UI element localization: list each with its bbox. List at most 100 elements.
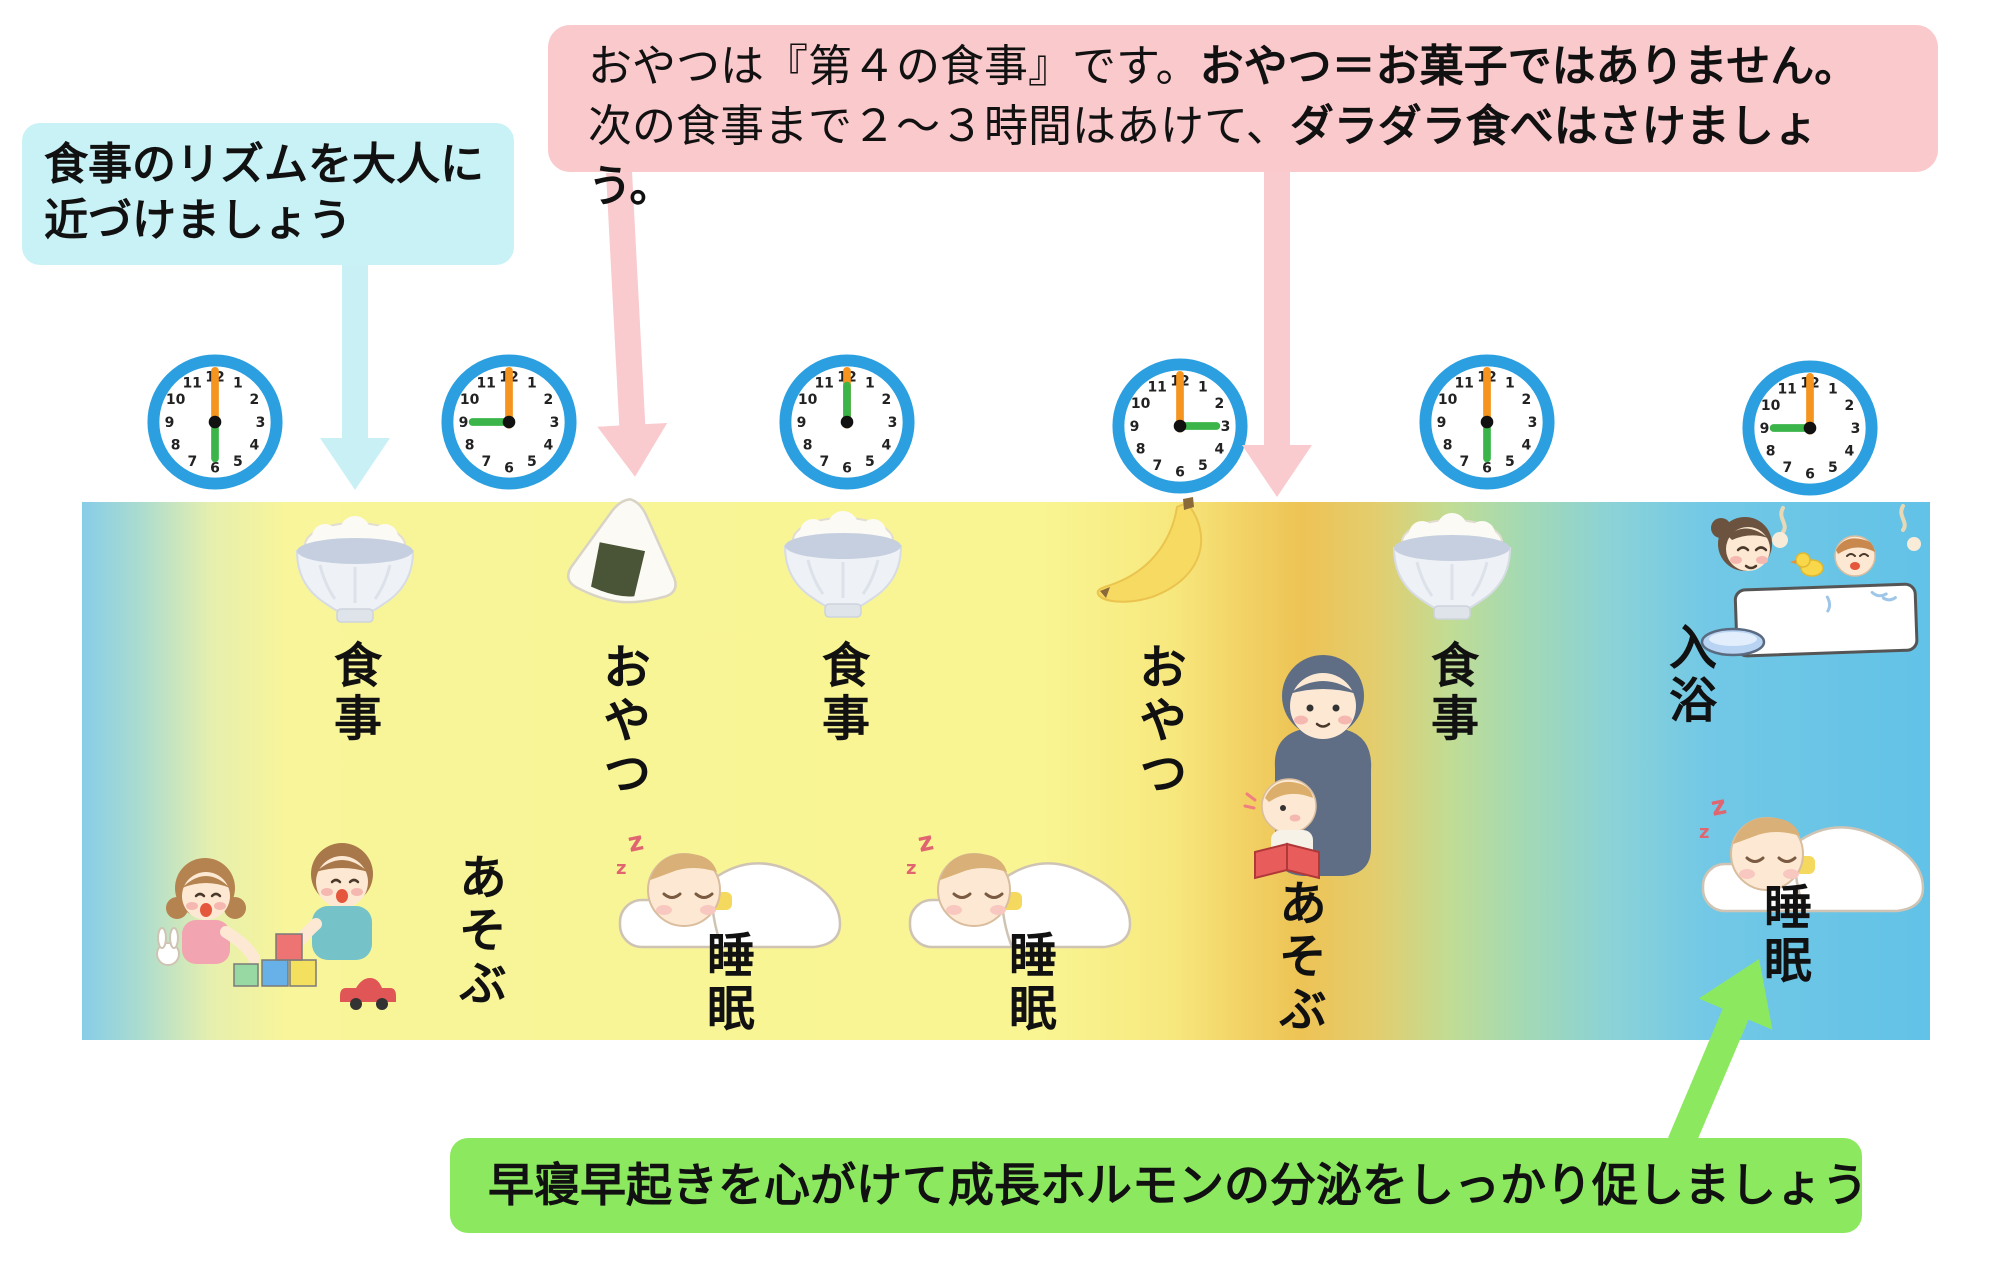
svg-text:6: 6 [1175, 464, 1185, 480]
pink-down-arrow-2 [1242, 172, 1312, 497]
svg-text:2: 2 [881, 392, 891, 408]
svg-text:10: 10 [798, 392, 818, 408]
svg-text:1: 1 [527, 376, 537, 392]
svg-text:3: 3 [256, 415, 266, 431]
svg-text:6: 6 [1805, 466, 1815, 482]
svg-text:9: 9 [797, 415, 807, 431]
svg-text:10: 10 [460, 392, 480, 408]
svg-text:1: 1 [233, 376, 243, 392]
cyan-down-arrow [320, 265, 390, 490]
svg-text:4: 4 [1214, 442, 1224, 458]
svg-text:8: 8 [171, 438, 181, 454]
svg-text:2: 2 [543, 392, 553, 408]
svg-text:9: 9 [1130, 419, 1140, 435]
svg-text:8: 8 [465, 438, 475, 454]
svg-text:8: 8 [803, 438, 813, 454]
svg-text:9: 9 [165, 415, 175, 431]
svg-text:8: 8 [1766, 444, 1776, 460]
svg-text:4: 4 [1844, 444, 1854, 460]
svg-text:7: 7 [1782, 460, 1792, 476]
svg-text:4: 4 [1521, 438, 1531, 454]
snack-note-line2: 次の食事まで２～３時間はあけて、ダラダラ食べはさけましょう。 [588, 101, 1818, 212]
onigiri-icon [566, 498, 677, 604]
svg-text:1: 1 [865, 376, 875, 392]
svg-text:2: 2 [1844, 398, 1854, 414]
svg-text:3: 3 [1221, 419, 1231, 435]
svg-text:11: 11 [1777, 382, 1796, 398]
svg-text:11: 11 [182, 376, 201, 392]
svg-text:5: 5 [527, 454, 537, 470]
svg-text:11: 11 [476, 376, 495, 392]
meal-rhythm-line2: 近づけましょう [44, 195, 352, 246]
svg-text:7: 7 [1459, 454, 1469, 470]
svg-text:10: 10 [1761, 398, 1781, 414]
pink-down-arrow-1 [597, 171, 668, 477]
label-sleep-1: 睡眠 [698, 930, 754, 1036]
bath-illustration [1700, 504, 1921, 658]
svg-text:9: 9 [1760, 421, 1770, 437]
svg-text:3: 3 [1851, 421, 1861, 437]
snack-note-line1: おやつは『第４の食事』です。おやつ＝お菓子ではありません。 [588, 41, 1859, 92]
sleep-note-callout: 早寝早起きを心がけて成長ホルモンの分泌をしっかり促しましょう [450, 1138, 1868, 1233]
label-snack-2: おやつ [1130, 642, 1186, 801]
label-play-1: あそぶ [450, 852, 506, 1011]
svg-text:2: 2 [1214, 396, 1224, 412]
rice-bowl-icon [1377, 512, 1527, 622]
svg-text:5: 5 [865, 454, 875, 470]
label-meal-2: 食事 [813, 640, 869, 746]
svg-text:10: 10 [1131, 396, 1151, 412]
label-sleep-3: 睡眠 [1755, 882, 1811, 988]
svg-text:7: 7 [819, 454, 829, 470]
svg-text:1: 1 [1198, 380, 1208, 396]
svg-text:11: 11 [1147, 380, 1166, 396]
svg-text:9: 9 [459, 415, 469, 431]
label-sleep-2: 睡眠 [1000, 930, 1056, 1036]
svg-text:6: 6 [210, 460, 220, 476]
playing-children-illustration [156, 843, 396, 1010]
svg-text:6: 6 [842, 460, 852, 476]
svg-text:6: 6 [1482, 460, 1492, 476]
svg-text:6: 6 [504, 460, 514, 476]
label-snack-1: おやつ [594, 642, 650, 801]
svg-text:5: 5 [1505, 454, 1515, 470]
rice-bowl-icon [280, 515, 430, 625]
svg-text:3: 3 [888, 415, 898, 431]
svg-text:7: 7 [1152, 458, 1162, 474]
svg-text:5: 5 [1198, 458, 1208, 474]
green-up-arrow [1668, 958, 1773, 1149]
label-play-2: あそぶ [1270, 878, 1326, 1037]
svg-text:1: 1 [1828, 382, 1838, 398]
svg-text:1: 1 [1505, 376, 1515, 392]
svg-text:5: 5 [233, 454, 243, 470]
svg-text:9: 9 [1437, 415, 1447, 431]
svg-text:4: 4 [881, 438, 891, 454]
svg-text:4: 4 [543, 438, 553, 454]
svg-text:10: 10 [1438, 392, 1458, 408]
svg-text:8: 8 [1443, 438, 1453, 454]
father-reading-illustration [1243, 655, 1372, 880]
meal-rhythm-callout: 食事のリズムを大人に 近づけましょう [22, 123, 514, 265]
svg-text:11: 11 [814, 376, 833, 392]
snack-note-callout: おやつは『第４の食事』です。おやつ＝お菓子ではありません。 次の食事まで２～３時… [548, 25, 1938, 212]
svg-text:10: 10 [166, 392, 186, 408]
svg-text:4: 4 [249, 438, 259, 454]
svg-text:5: 5 [1828, 460, 1838, 476]
svg-text:2: 2 [1521, 392, 1531, 408]
label-meal-1: 食事 [325, 640, 381, 746]
sleeping-baby-illustration [1695, 786, 1930, 921]
svg-text:7: 7 [481, 454, 491, 470]
label-meal-3: 食事 [1422, 640, 1478, 746]
svg-text:7: 7 [187, 454, 197, 470]
svg-text:8: 8 [1136, 442, 1146, 458]
svg-text:3: 3 [550, 415, 560, 431]
svg-text:11: 11 [1454, 376, 1473, 392]
rice-bowl-icon [768, 510, 918, 620]
label-bath: 入浴 [1660, 622, 1716, 728]
svg-text:3: 3 [1528, 415, 1538, 431]
